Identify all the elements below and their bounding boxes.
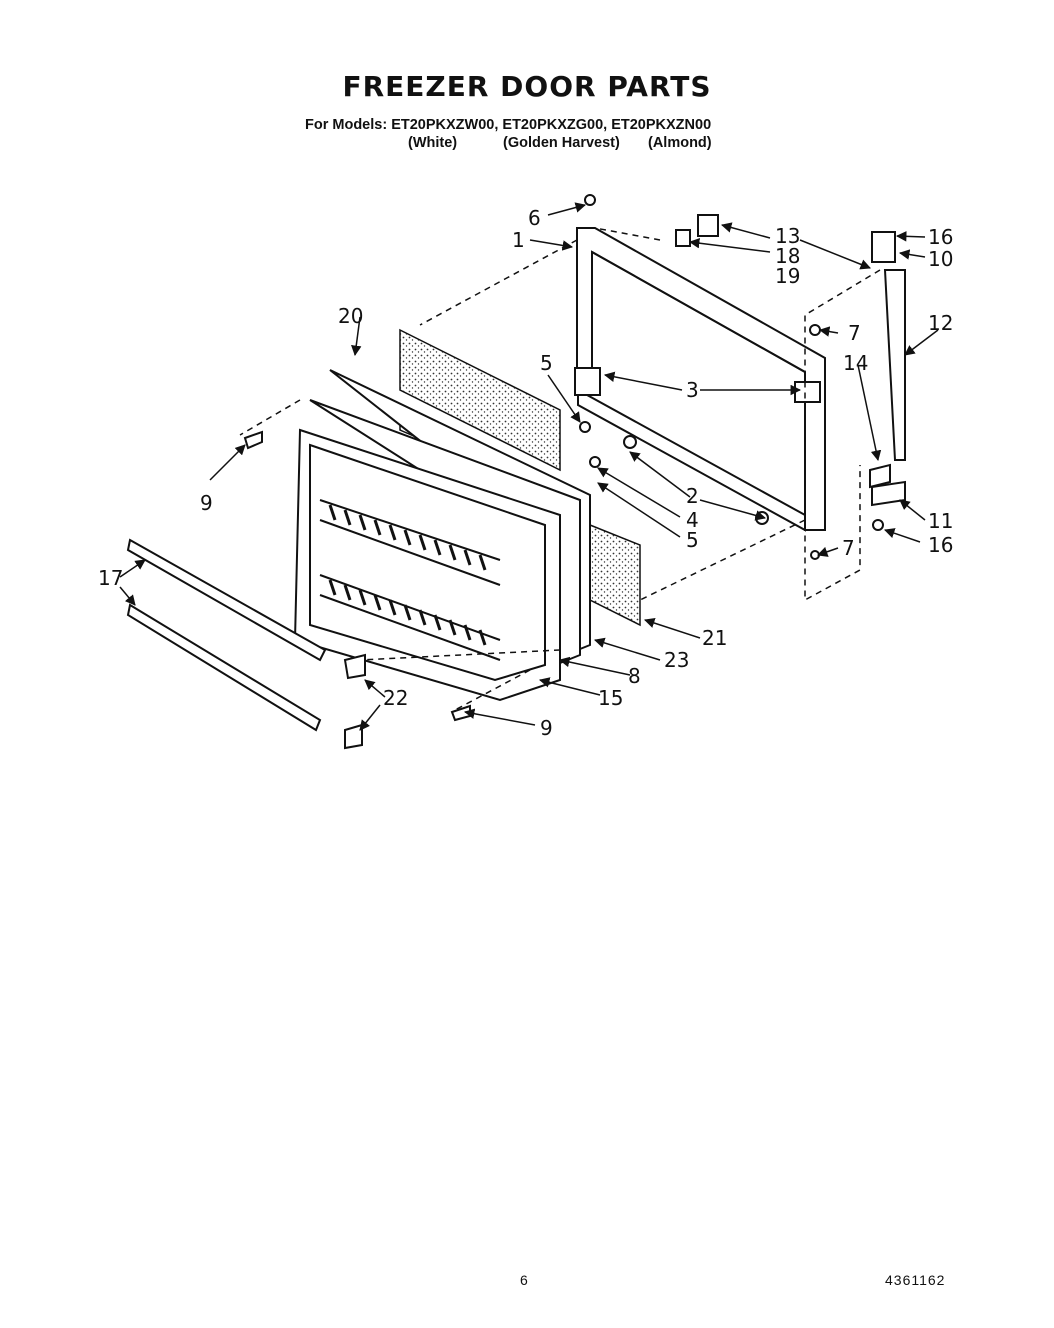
callout-15: 15 [598, 686, 623, 710]
page-number: 6 [520, 1272, 528, 1288]
callout-5-top: 5 [540, 351, 553, 375]
door-liner [293, 369, 591, 702]
page-title: FREEZER DOOR PARTS [342, 70, 712, 103]
hinge-hardware [243, 194, 906, 722]
callout-10: 10 [928, 247, 953, 271]
callout-arrows [119, 202, 939, 731]
callout-3: 3 [686, 378, 699, 402]
callout-13: 13 [775, 224, 800, 248]
callout-9-bottom: 9 [540, 716, 553, 740]
door-frame [574, 227, 826, 532]
callout-7-top: 7 [848, 321, 861, 345]
callout-20: 20 [338, 304, 363, 328]
callout-23: 23 [664, 648, 689, 672]
model-golden: ET20PKXZG00, [502, 117, 608, 133]
callout-16-bottom: 16 [928, 533, 953, 557]
callout-2: 2 [686, 484, 699, 508]
assembly-lines [239, 227, 881, 711]
callout-14: 14 [843, 351, 868, 375]
callout-16-top: 16 [928, 225, 953, 249]
document-code: 4361162 [885, 1272, 946, 1288]
models-block: For Models: ET20PKXZW00, ET20PKXZG00, ET… [305, 116, 712, 151]
shelf-bars [126, 538, 366, 750]
callout-21: 21 [702, 626, 727, 650]
callout-12: 12 [928, 311, 953, 335]
callout-22: 22 [383, 686, 408, 710]
models-label: For Models: [305, 117, 388, 133]
callout-9-left: 9 [200, 491, 213, 515]
color-white: (White) [408, 135, 458, 151]
liner-shelves [319, 499, 501, 661]
callout-8: 8 [628, 664, 641, 688]
callout-4: 4 [686, 508, 699, 532]
callout-18: 18 [775, 244, 800, 268]
model-almond: ET20PKXZN00 [611, 117, 712, 133]
callout-7-bottom: 7 [842, 536, 855, 560]
callout-6: 6 [528, 206, 541, 230]
color-almond: (Almond) [648, 135, 712, 151]
callout-19: 19 [775, 264, 800, 288]
models-row: For Models: ET20PKXZW00, ET20PKXZG00, ET… [305, 116, 711, 134]
callout-17: 17 [98, 566, 123, 590]
callout-1: 1 [512, 228, 525, 252]
color-golden: (Golden Harvest) [503, 135, 620, 151]
model-white: ET20PKXZW00, [391, 117, 499, 133]
callout-5-bottom: 5 [686, 528, 699, 552]
callout-11: 11 [928, 509, 953, 533]
